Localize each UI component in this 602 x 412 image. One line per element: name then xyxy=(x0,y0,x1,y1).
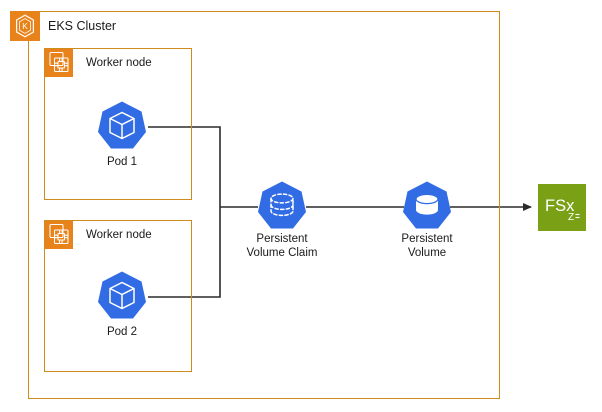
eks-cluster-group xyxy=(28,11,500,399)
worker-node-2-group xyxy=(44,220,192,372)
pv-label-line-1: Persistent xyxy=(401,233,453,245)
svg-text:K: K xyxy=(22,22,28,31)
pvc-label-line-2: Volume Claim xyxy=(246,247,318,259)
pod-2-label: Pod 2 xyxy=(106,326,138,338)
worker-node-cpu-icon xyxy=(45,49,73,77)
worker-node-1-group xyxy=(44,48,192,200)
kubernetes-pod-icon xyxy=(96,270,148,324)
pv-label-line-2: Volume xyxy=(407,247,447,259)
pv-label: Persistent Volume xyxy=(357,232,497,260)
eks-cluster-label: EKS Cluster xyxy=(48,19,117,33)
worker-node-1-label: Worker node xyxy=(86,57,152,69)
pvc-label: Persistent Volume Claim xyxy=(212,232,352,260)
worker-node-cpu-icon xyxy=(45,221,73,249)
fsx-lustre-mark: Z xyxy=(568,212,574,223)
kubernetes-pv-icon xyxy=(401,180,453,234)
worker-node-2-label: Worker node xyxy=(86,229,152,241)
amazon-fsx-icon: FSx Z xyxy=(538,184,586,231)
fsx-wordmark: FSx xyxy=(545,197,575,215)
kubernetes-pvc-icon xyxy=(256,180,308,234)
pod-1-label: Pod 1 xyxy=(106,156,138,168)
pvc-label-line-1: Persistent xyxy=(256,233,308,245)
kubernetes-pod-icon xyxy=(96,100,148,154)
eks-cluster-icon: K xyxy=(10,11,40,41)
